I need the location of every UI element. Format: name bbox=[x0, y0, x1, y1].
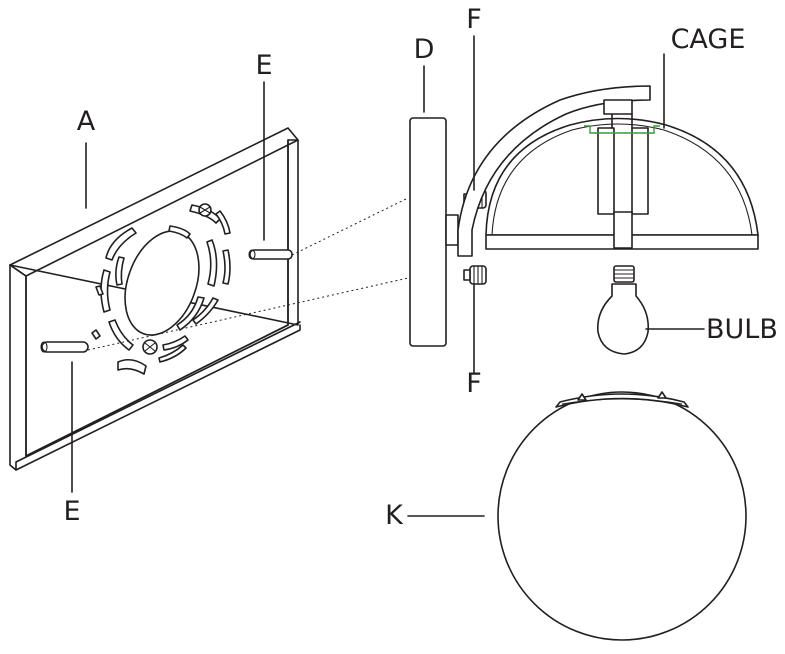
label-bulb: BULB bbox=[706, 314, 778, 345]
label-d: D bbox=[414, 34, 435, 65]
bulb-glass bbox=[596, 283, 650, 355]
backplate-d bbox=[409, 117, 459, 347]
backplate-body bbox=[409, 117, 447, 347]
label-k: K bbox=[385, 500, 404, 531]
globe-tab-right bbox=[657, 391, 667, 399]
cage-post-base bbox=[613, 211, 633, 249]
globe-tab-left bbox=[577, 393, 587, 401]
pin-e-right bbox=[248, 249, 293, 260]
backplate-stub bbox=[445, 214, 459, 246]
globe-sphere bbox=[497, 391, 747, 641]
label-cage: CAGE bbox=[671, 24, 746, 55]
cage-post-right bbox=[631, 127, 649, 215]
bracket-arc-tab bbox=[117, 358, 147, 375]
globe-k bbox=[497, 391, 747, 641]
label-f-top: F bbox=[466, 4, 482, 35]
globe-collar-lip bbox=[561, 398, 683, 405]
cage-post-left bbox=[597, 127, 615, 215]
cage bbox=[485, 113, 759, 250]
bracket-screw-top bbox=[198, 203, 212, 217]
label-a: A bbox=[77, 106, 96, 137]
cage-dome bbox=[485, 117, 759, 236]
label-f-bottom: F bbox=[466, 368, 482, 399]
nut-f-bottom bbox=[463, 265, 487, 285]
pin-e-left bbox=[40, 341, 89, 353]
bracket-bottom-flange bbox=[15, 321, 301, 471]
bracket-slot-ring bbox=[91, 204, 231, 363]
cage-socket-bracket bbox=[584, 125, 660, 134]
bracket-screw-bottom bbox=[142, 339, 158, 355]
alignment-line-upper bbox=[291, 197, 409, 256]
label-e-top: E bbox=[255, 50, 272, 81]
label-e-bottom: E bbox=[63, 496, 80, 527]
arm-mount-block bbox=[603, 99, 633, 115]
cage-dome-inner bbox=[491, 123, 753, 236]
bracket-inner-edge bbox=[25, 275, 289, 457]
cage-stem bbox=[611, 113, 633, 129]
fixture-arm bbox=[457, 85, 651, 257]
bulb bbox=[596, 265, 650, 355]
mounting-bracket-a bbox=[9, 127, 301, 471]
